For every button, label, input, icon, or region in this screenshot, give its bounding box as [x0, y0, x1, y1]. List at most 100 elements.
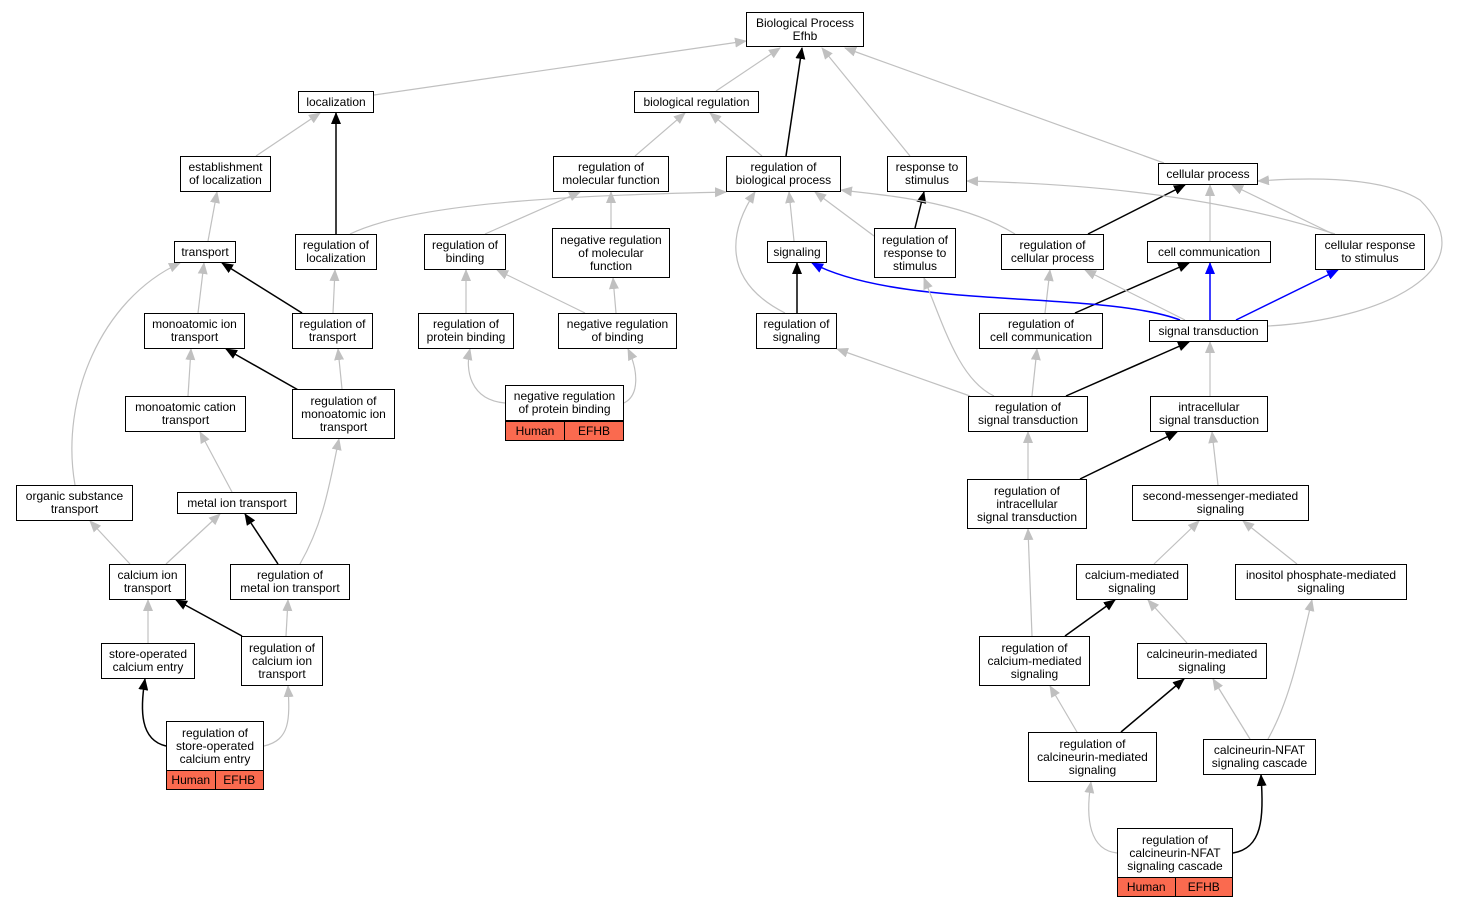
edge-regulation-of-signaling-to-regulation-of-biological-process — [735, 191, 786, 314]
node-regulation-of-signal-transduction[interactable]: regulation of signal transduction — [968, 396, 1088, 432]
edge-regulation-of-signal-transduction-to-regulation-of-signaling — [836, 347, 971, 397]
node-intracellular-signal-transduction[interactable]: intracellular signal transduction — [1150, 396, 1268, 432]
edge-regulation-of-calcineurin-nfat-signaling-cascade-to-calcineurin-nfat-signaling-cascade — [1232, 774, 1267, 854]
node-negative-regulation-of-binding[interactable]: negative regulation of binding — [558, 313, 677, 349]
edge-regulation-of-metal-ion-transport-to-regulation-of-monoatomic-ion-transport — [299, 438, 342, 565]
gene-label: EFHB — [564, 422, 623, 440]
edge-negative-regulation-of-protein-binding-to-regulation-of-protein-binding — [462, 348, 506, 404]
edge-regulation-of-cellular-process-to-cellular-process — [1087, 184, 1186, 235]
edge-regulation-of-monoatomic-ion-transport-to-monoatomic-ion-transport — [225, 348, 301, 392]
edge-regulation-of-calcineurin-nfat-signaling-cascade-to-regulation-of-calcineurin-mediated-signaling — [1084, 781, 1118, 854]
node-regulation-of-localization[interactable]: regulation of localization — [295, 234, 377, 270]
node-cellular-response-to-stimulus[interactable]: cellular response to stimulus — [1315, 234, 1425, 270]
edge-monoatomic-ion-transport-to-transport — [197, 262, 208, 314]
node-transport[interactable]: transport — [174, 241, 236, 263]
edge-signal-transduction-to-cellular-response-to-stimulus — [1235, 269, 1339, 321]
node-biological-regulation[interactable]: biological regulation — [634, 91, 759, 113]
edge-regulation-of-biological-process-to-root — [785, 47, 806, 157]
node-regulation-of-signaling[interactable]: regulation of signaling — [756, 313, 837, 349]
annotation-badge-negative-regulation-of-protein-binding: Human EFHB — [505, 421, 624, 441]
gene-label: EFHB — [214, 771, 264, 789]
edge-establishment-of-localization-to-localization — [255, 112, 321, 157]
node-cellular-process[interactable]: cellular process — [1158, 163, 1258, 185]
edge-regulation-of-calcineurin-mediated-signaling-to-calcineurin-mediated-signaling — [1120, 678, 1185, 733]
edge-inositol-phosphate-mediated-signaling-to-second-messenger-mediated-signaling — [1242, 520, 1298, 565]
node-negative-regulation-of-protein-binding[interactable]: negative regulation of protein binding — [505, 385, 624, 421]
edge-calcium-ion-transport-to-metal-ion-transport — [165, 513, 221, 565]
species-label: Human — [515, 424, 555, 438]
edge-regulation-of-calcium-mediated-signaling-to-calcium-mediated-signaling — [1064, 599, 1116, 637]
edge-regulation-of-molecular-function-to-biological-regulation — [634, 112, 686, 157]
node-regulation-of-transport[interactable]: regulation of transport — [292, 313, 373, 349]
edge-biological-regulation-to-root — [715, 47, 781, 92]
node-regulation-of-calcium-mediated-signaling[interactable]: regulation of calcium-mediated signaling — [979, 636, 1090, 686]
node-regulation-of-protein-binding[interactable]: regulation of protein binding — [418, 313, 514, 349]
edge-second-messenger-mediated-signaling-to-intracellular-signal-transduction — [1208, 431, 1219, 486]
node-metal-ion-transport[interactable]: metal ion transport — [177, 492, 297, 514]
edge-regulation-of-calcium-mediated-signaling-to-regulation-of-intracellular-signal-transduction — [1023, 528, 1034, 637]
node-root[interactable]: Biological Process Efhb — [746, 12, 864, 47]
edge-regulation-of-calcium-ion-transport-to-calcium-ion-transport — [175, 599, 243, 637]
edge-signaling-to-regulation-of-biological-process — [785, 191, 796, 242]
node-calcium-mediated-signaling[interactable]: calcium-mediated signaling — [1076, 564, 1188, 600]
edge-regulation-of-intracellular-signal-transduction-to-intracellular-signal-transduction — [1079, 431, 1178, 480]
edge-signal-transduction-to-cellular-process — [1257, 175, 1443, 327]
edge-negative-regulation-of-protein-binding-to-negative-regulation-of-binding — [623, 348, 638, 404]
node-establishment-of-localization[interactable]: establishment of localization — [180, 156, 271, 192]
node-regulation-of-monoatomic-ion-transport[interactable]: regulation of monoatomic ion transport — [292, 389, 395, 439]
edge-regulation-of-response-to-stimulus-to-response-to-stimulus — [914, 191, 927, 229]
node-store-operated-calcium-entry[interactable]: store-operated calcium entry — [101, 643, 195, 679]
node-regulation-of-store-operated-calcium-entry[interactable]: regulation of store-operated calcium ent… — [166, 721, 264, 771]
edge-regulation-of-biological-process-to-biological-regulation — [709, 112, 763, 157]
node-regulation-of-cell-communication[interactable]: regulation of cell communication — [979, 313, 1103, 349]
edge-regulation-of-calcineurin-mediated-signaling-to-regulation-of-calcium-mediated-signaling — [1049, 685, 1078, 733]
edge-regulation-of-binding-to-regulation-of-molecular-function — [484, 191, 581, 235]
edge-regulation-of-transport-to-regulation-of-localization — [329, 269, 340, 314]
node-calcineurin-mediated-signaling[interactable]: calcineurin-mediated signaling — [1137, 643, 1267, 679]
node-negative-regulation-of-molecular-function[interactable]: negative regulation of molecular functio… — [552, 228, 670, 278]
node-regulation-of-calcium-ion-transport[interactable]: regulation of calcium ion transport — [241, 636, 323, 686]
edge-cellular-response-to-stimulus-to-cellular-process — [1231, 184, 1334, 235]
edge-organic-substance-transport-to-transport — [71, 262, 181, 486]
node-regulation-of-intracellular-signal-transduction[interactable]: regulation of intracellular signal trans… — [967, 479, 1087, 529]
node-regulation-of-cellular-process[interactable]: regulation of cellular process — [1001, 234, 1104, 270]
edge-regulation-of-store-operated-calcium-entry-to-store-operated-calcium-entry — [138, 678, 167, 747]
node-second-messenger-mediated-signaling[interactable]: second-messenger-mediated signaling — [1132, 485, 1309, 521]
node-cell-communication[interactable]: cell communication — [1147, 241, 1271, 263]
node-calcineurin-nfat-signaling-cascade[interactable]: calcineurin-NFAT signaling cascade — [1203, 739, 1316, 775]
edge-regulation-of-calcium-ion-transport-to-regulation-of-metal-ion-transport — [282, 599, 293, 637]
edge-cellular-process-to-root — [844, 47, 1165, 164]
edge-regulation-of-transport-to-transport — [221, 262, 303, 314]
edge-negative-regulation-of-binding-to-regulation-of-binding — [496, 269, 586, 314]
node-inositol-phosphate-mediated-signaling[interactable]: inositol phosphate-mediated signaling — [1235, 564, 1407, 600]
node-signaling[interactable]: signaling — [767, 241, 827, 263]
species-label: Human — [1126, 880, 1166, 894]
annotation-badge-regulation-of-calcineurin-nfat-signaling-cascade: Human EFHB — [1117, 877, 1233, 897]
node-regulation-of-biological-process[interactable]: regulation of biological process — [726, 156, 841, 192]
edge-calcium-mediated-signaling-to-second-messenger-mediated-signaling — [1153, 520, 1200, 565]
edge-calcineurin-mediated-signaling-to-calcium-mediated-signaling — [1147, 599, 1188, 644]
node-regulation-of-calcineurin-mediated-signaling[interactable]: regulation of calcineurin-mediated signa… — [1028, 732, 1157, 782]
node-organic-substance-transport[interactable]: organic substance transport — [16, 485, 133, 521]
node-signal-transduction[interactable]: signal transduction — [1149, 320, 1268, 342]
node-regulation-of-calcineurin-nfat-signaling-cascade[interactable]: regulation of calcineurin-NFAT signaling… — [1117, 828, 1233, 878]
edge-transport-to-establishment-of-localization — [207, 191, 220, 242]
node-regulation-of-molecular-function[interactable]: regulation of molecular function — [553, 156, 669, 192]
edge-metal-ion-transport-to-monoatomic-cation-transport — [199, 431, 233, 493]
node-response-to-stimulus[interactable]: response to stimulus — [887, 156, 967, 192]
edge-regulation-of-cell-communication-to-cell-communication — [1074, 262, 1190, 314]
gene-label: EFHB — [1174, 878, 1233, 896]
node-monoatomic-cation-transport[interactable]: monoatomic cation transport — [125, 396, 246, 432]
edge-regulation-of-signal-transduction-to-regulation-of-response-to-stimulus — [923, 277, 995, 397]
edge-regulation-of-cell-communication-to-regulation-of-cellular-process — [1043, 269, 1054, 314]
node-regulation-of-response-to-stimulus[interactable]: regulation of response to stimulus — [874, 228, 956, 278]
node-calcium-ion-transport[interactable]: calcium ion transport — [109, 564, 186, 600]
node-localization[interactable]: localization — [298, 91, 374, 113]
edge-signal-transduction-to-regulation-of-cellular-process — [1084, 269, 1186, 321]
node-regulation-of-metal-ion-transport[interactable]: regulation of metal ion transport — [230, 564, 350, 600]
node-monoatomic-ion-transport[interactable]: monoatomic ion transport — [144, 313, 245, 349]
edge-response-to-stimulus-to-root — [821, 47, 911, 157]
node-regulation-of-binding[interactable]: regulation of binding — [424, 234, 506, 270]
